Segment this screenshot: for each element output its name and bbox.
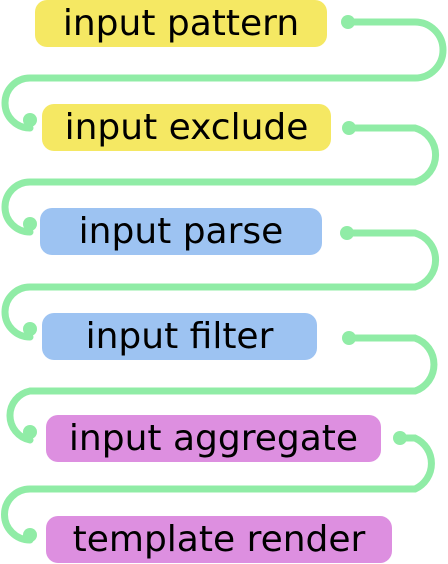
- connector-5-end-dot: [23, 528, 37, 542]
- step-template-render: template render: [46, 516, 392, 563]
- connector-1: [1, 18, 447, 132]
- connector-4-start-dot: [342, 331, 356, 345]
- step-label: input parse: [78, 210, 284, 252]
- connector-4: [6, 334, 438, 444]
- connector-3-end-dot: [23, 322, 37, 336]
- step-label: input aggregate: [68, 417, 359, 459]
- connector-2-end-dot: [23, 217, 37, 231]
- step-label: input exclude: [64, 106, 309, 148]
- step-label: input filter: [85, 315, 274, 357]
- connector-5-start-dot: [393, 431, 407, 445]
- step-input-parse: input parse: [40, 208, 322, 255]
- step-input-aggregate: input aggregate: [46, 415, 381, 462]
- step-input-filter: input filter: [42, 313, 317, 360]
- connector-3-start-dot: [340, 226, 354, 240]
- connector-2: [1, 124, 440, 236]
- step-label: template render: [72, 518, 366, 560]
- step-input-pattern: input pattern: [35, 0, 327, 47]
- connector-4-end-dot: [23, 425, 37, 439]
- step-label: input pattern: [62, 2, 300, 44]
- connector-3: [1, 229, 440, 341]
- connector-1-end-dot: [23, 113, 37, 127]
- connector-5: [1, 434, 435, 544]
- connector-2-start-dot: [342, 121, 356, 135]
- connector-1-start-dot: [341, 15, 355, 29]
- step-input-exclude: input exclude: [42, 104, 331, 151]
